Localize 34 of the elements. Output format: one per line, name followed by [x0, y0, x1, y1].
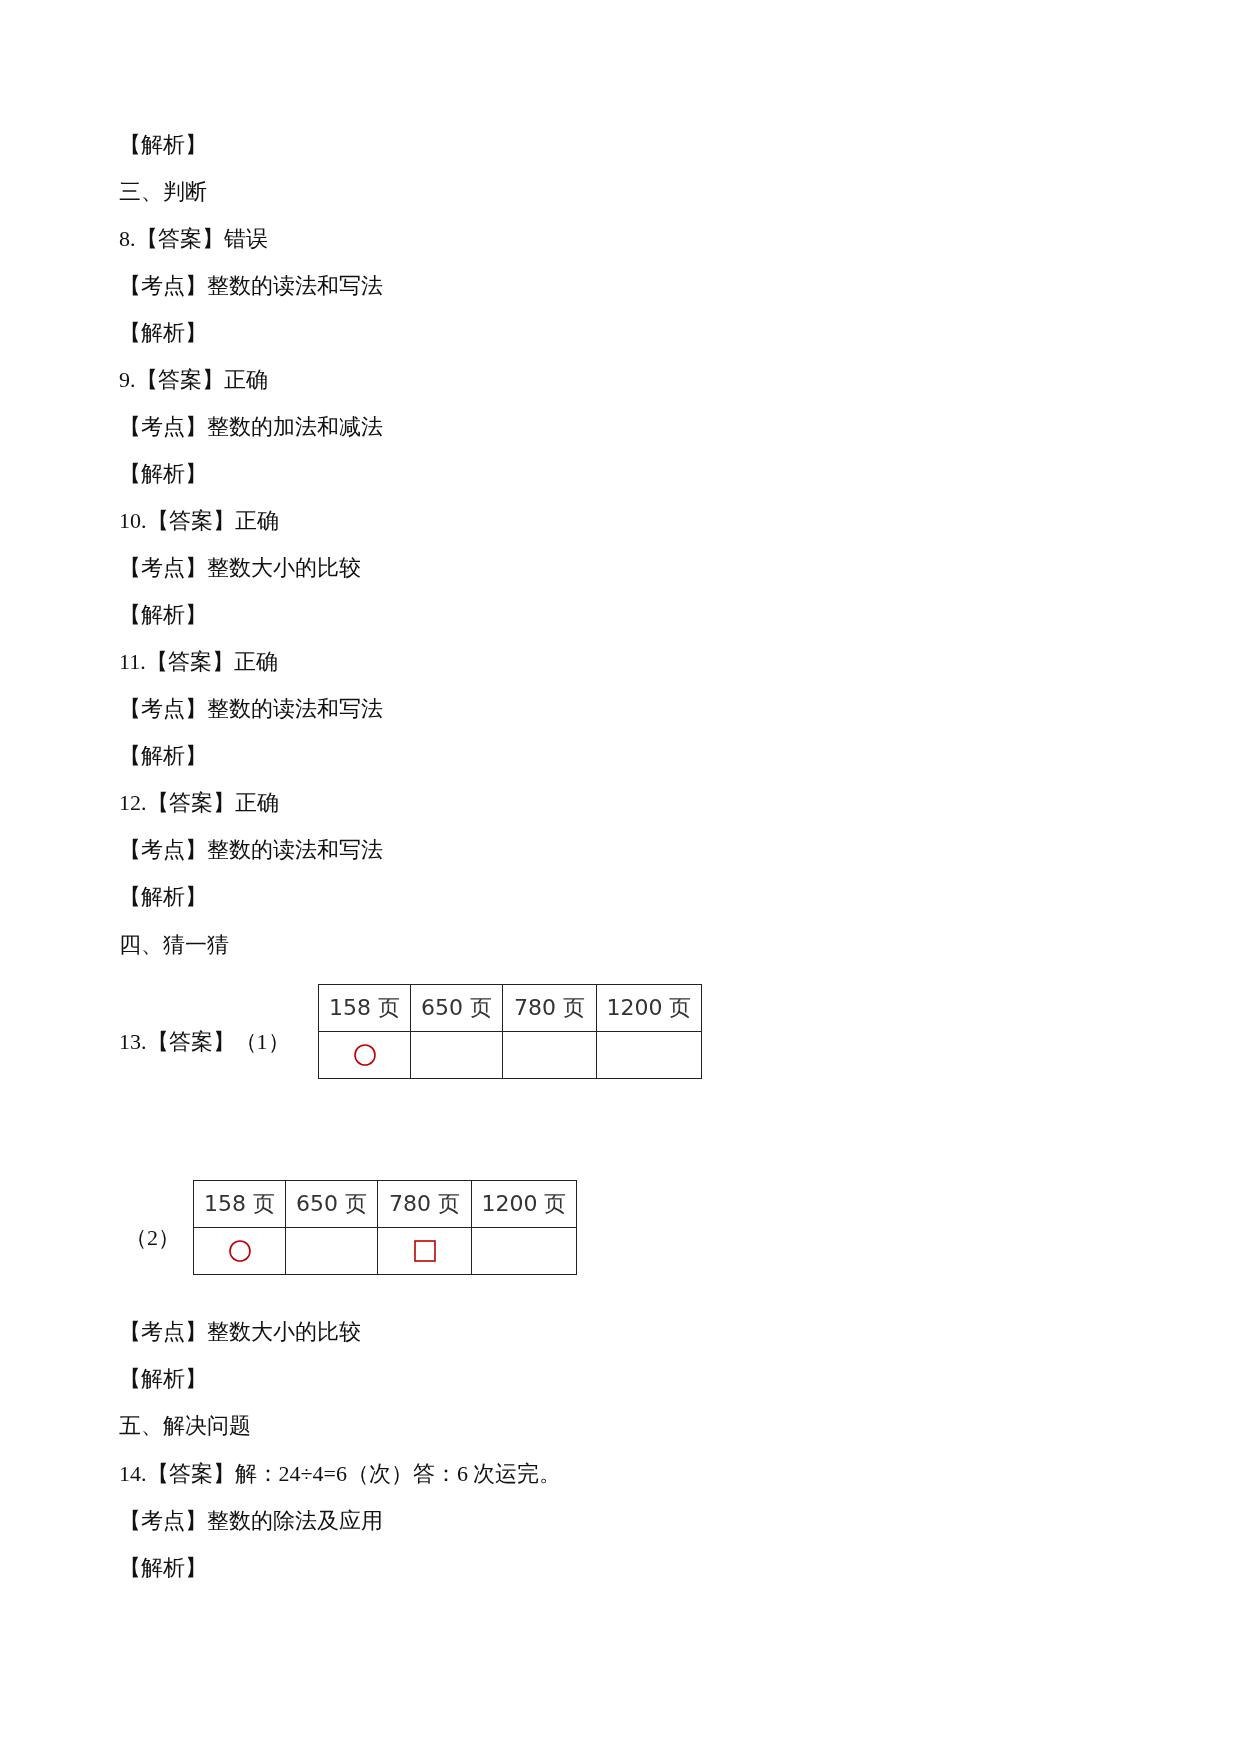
section-heading: 四、猜一猜: [119, 932, 229, 958]
analysis-label: 【解析】: [119, 320, 207, 346]
topic-text: 【考点】整数的除法及应用: [119, 1508, 383, 1534]
table-cell: 650 页: [410, 984, 503, 1032]
analysis-label: 【解析】: [119, 602, 207, 628]
answer-text: 9.【答案】正确: [119, 367, 268, 393]
question-label: 13.【答案】（1）: [119, 1029, 290, 1055]
answer-text: 10.【答案】正确: [119, 508, 279, 534]
analysis-label: 【解析】: [119, 461, 207, 487]
answer-text: 11.【答案】正确: [119, 649, 278, 675]
table-cell: 1200 页: [596, 984, 702, 1032]
analysis-label: 【解析】: [119, 1366, 207, 1392]
table-cell: 158 页: [318, 984, 411, 1032]
topic-text: 【考点】整数大小的比较: [119, 1319, 361, 1345]
topic-text: 【考点】整数的读法和写法: [119, 837, 383, 863]
table-cell: 158 页: [193, 1180, 286, 1228]
topic-text: 【考点】整数大小的比较: [119, 555, 361, 581]
analysis-label: 【解析】: [119, 743, 207, 769]
answer-text: 12.【答案】正确: [119, 790, 279, 816]
section-heading: 三、判断: [119, 179, 207, 205]
table-cell: 780 页: [377, 1180, 472, 1228]
topic-text: 【考点】整数的读法和写法: [119, 273, 383, 299]
table-cell: 780 页: [502, 984, 597, 1032]
section-heading: 五、解决问题: [119, 1413, 251, 1439]
question-label: （2）: [125, 1225, 180, 1251]
analysis-label: 【解析】: [119, 132, 207, 158]
table-cell: 1200 页: [471, 1180, 577, 1228]
answer-text: 14.【答案】解：24÷4=6（次）答：6 次运完。: [119, 1461, 562, 1487]
topic-text: 【考点】整数的加法和减法: [119, 414, 383, 440]
answer-text: 8.【答案】错误: [119, 226, 268, 252]
analysis-label: 【解析】: [119, 884, 207, 910]
table-cell: 650 页: [285, 1180, 378, 1228]
analysis-label: 【解析】: [119, 1555, 207, 1581]
topic-text: 【考点】整数的读法和写法: [119, 696, 383, 722]
